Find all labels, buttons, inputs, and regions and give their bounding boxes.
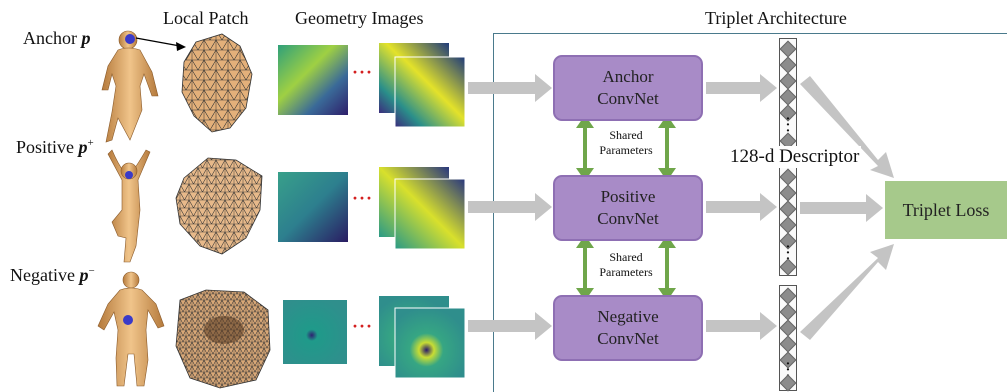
shared-arrows [576, 115, 676, 301]
anchor-ellipsis: ··· [352, 62, 374, 82]
flow-arrows [468, 74, 894, 340]
negative-geometry-image-1 [283, 300, 347, 364]
triplet-architecture-heading: Triplet Architecture [705, 8, 847, 28]
anchor-point-marker [125, 34, 135, 44]
local-patch-heading: Local Patch [163, 8, 249, 28]
negative-descriptor: ··· [779, 285, 797, 392]
positive-descriptor: ··· [779, 166, 797, 276]
positive-geometry-image-1 [278, 172, 348, 242]
negative-label: Negative p− [10, 265, 95, 285]
positive-mesh-patch [175, 157, 263, 255]
negative-ellipsis: ··· [352, 316, 374, 336]
geometry-images-heading: Geometry Images [295, 8, 424, 28]
anchor-human-figure [101, 30, 159, 143]
positive-ellipsis: ··· [352, 188, 374, 208]
negative-human-figure [97, 271, 165, 387]
anchor-descriptor: ··· [779, 38, 797, 150]
positive-geometry-image-3 [394, 178, 466, 250]
negative-geometry-image-3 [394, 307, 466, 379]
descriptor-label: 128-d Descriptor [728, 146, 862, 168]
anchor-geometry-image-1 [278, 45, 348, 115]
anchor-label: Anchor p [23, 28, 91, 48]
anchor-mesh-patch [181, 33, 253, 133]
positive-point-marker [125, 171, 133, 179]
negative-point-marker [123, 315, 133, 325]
negative-mesh-patch [175, 289, 271, 389]
positive-human-figure [107, 149, 151, 263]
triplet-loss-box: Triplet Loss [885, 181, 1007, 239]
positive-label: Positive p+ [16, 137, 94, 157]
anchor-to-patch-arrow [135, 37, 186, 51]
anchor-geometry-image-3 [394, 56, 466, 128]
